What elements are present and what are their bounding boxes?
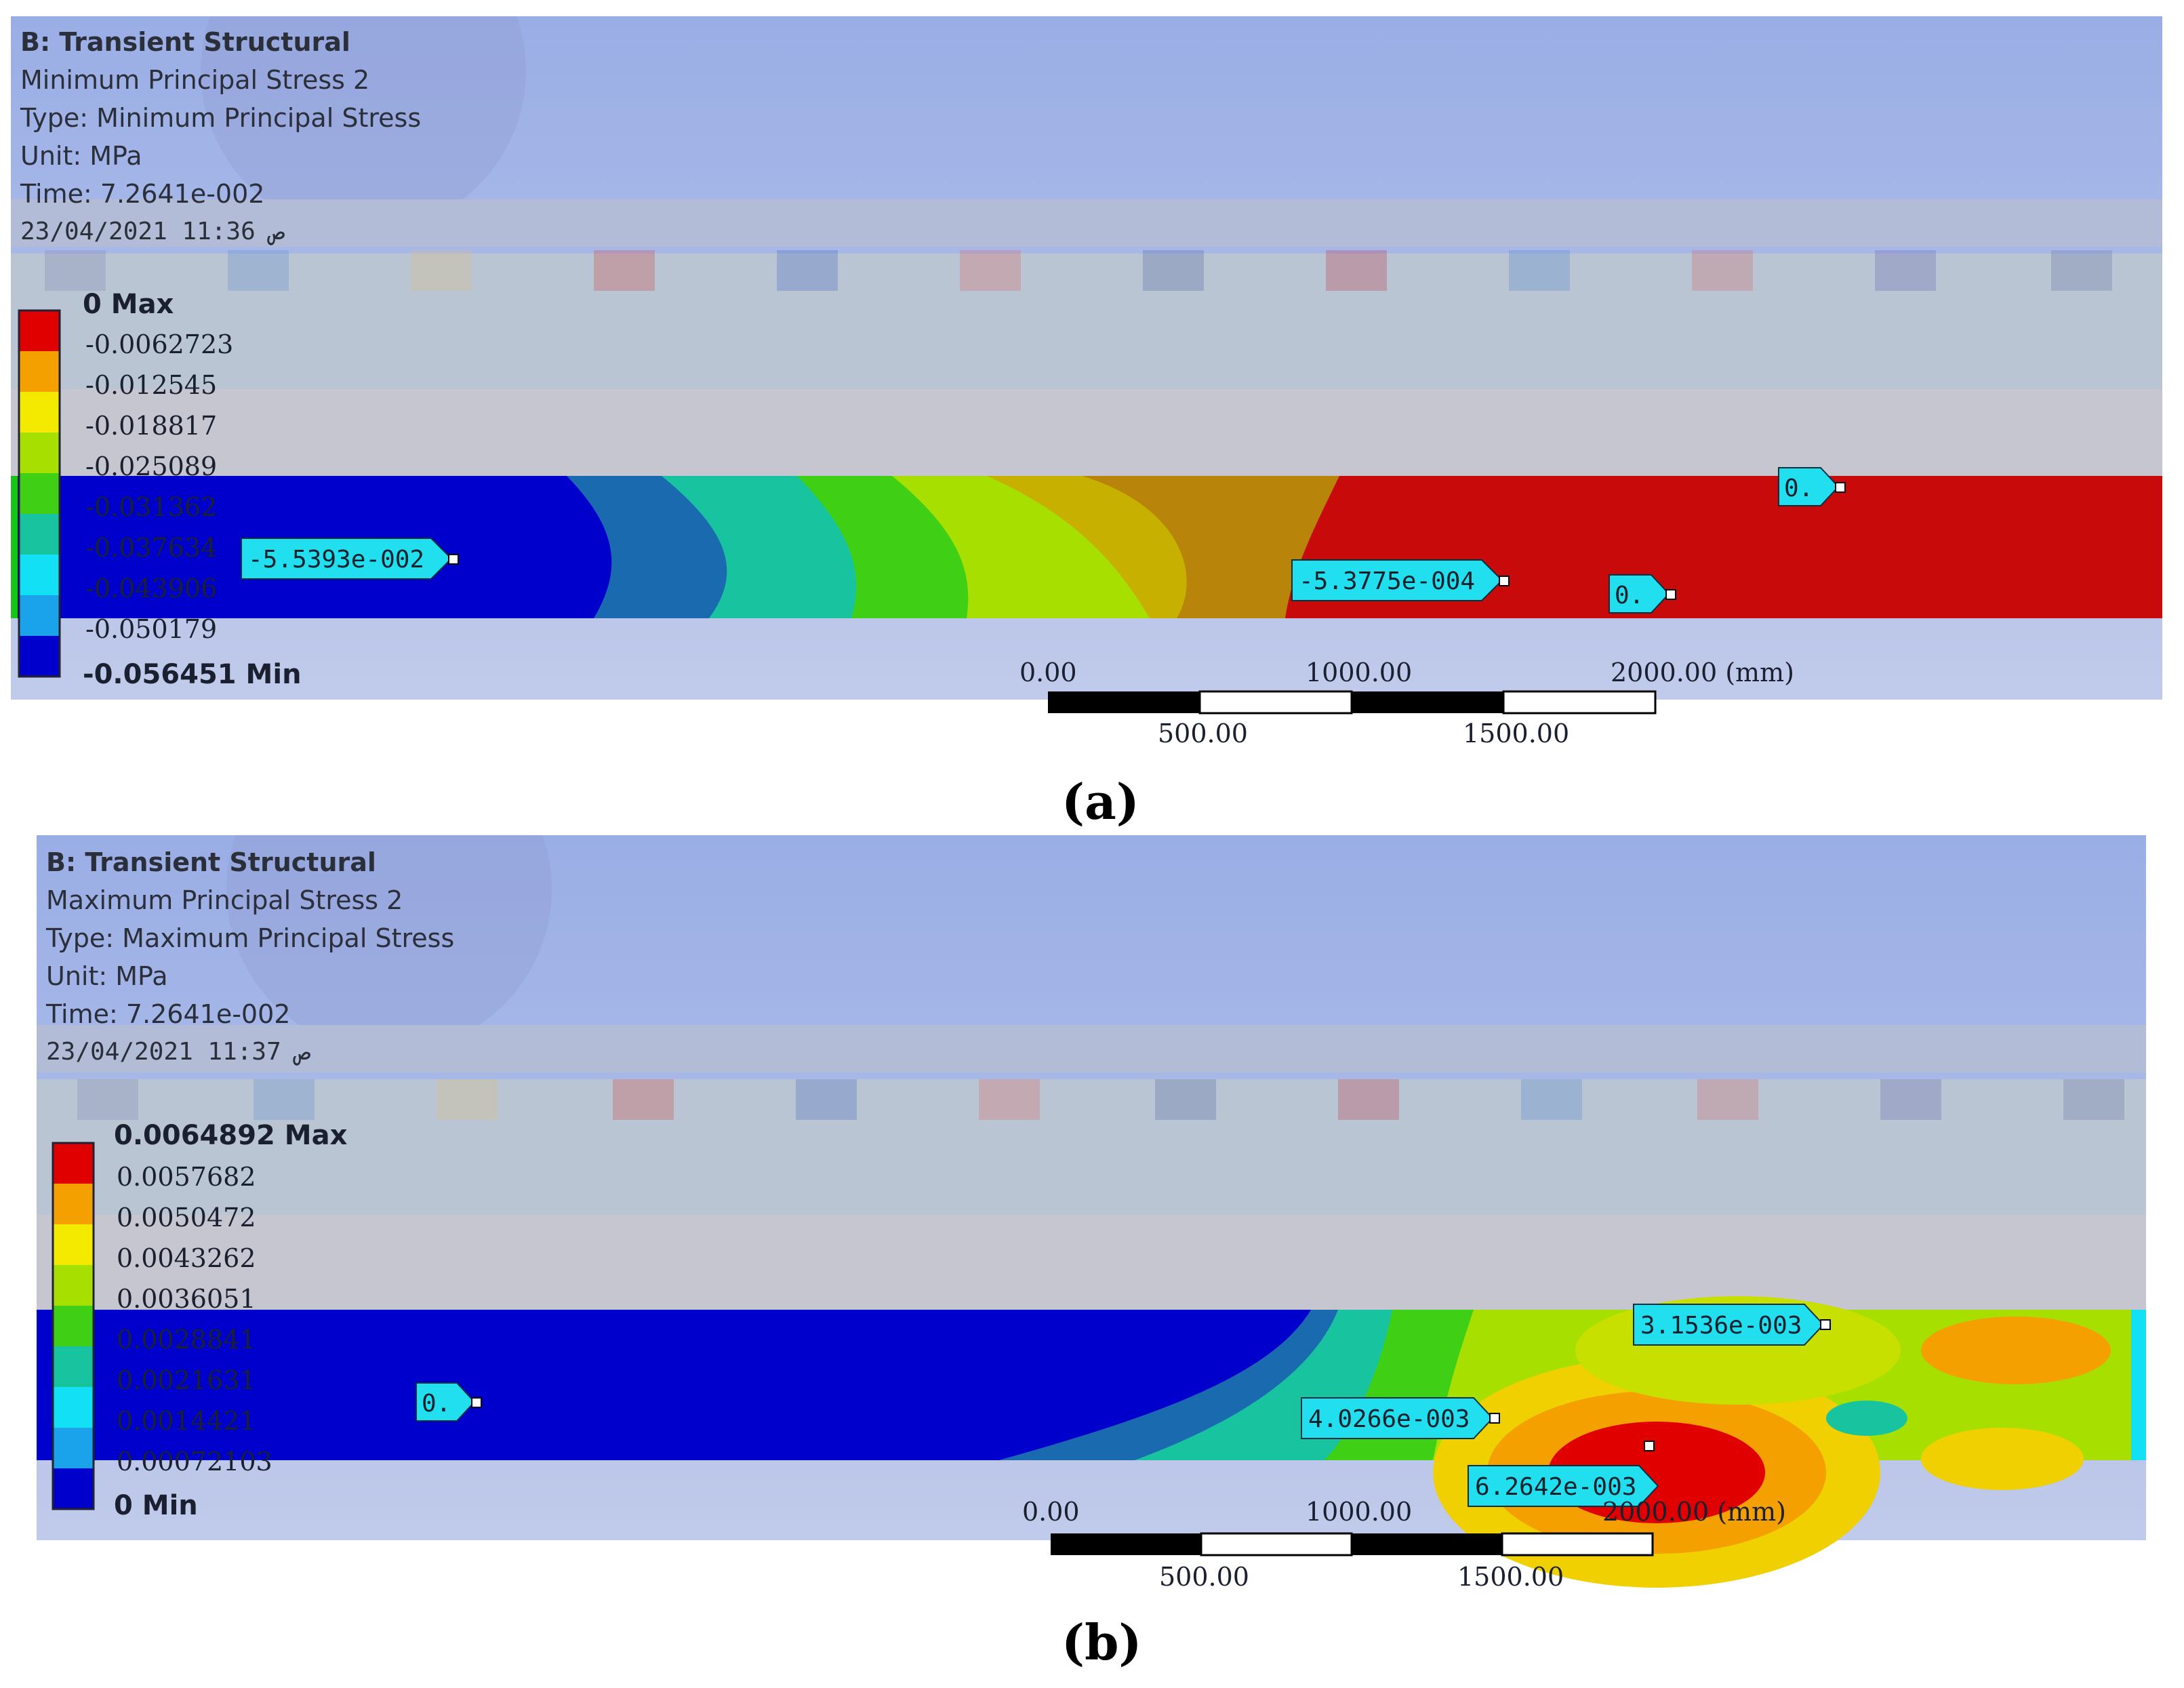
scale-bar-b bbox=[1051, 1532, 1654, 1556]
contour-plot-a: -5.5393e-002 -5.3775e-004 0. 0. bbox=[11, 16, 2162, 759]
probe-b-1: 4.0266e-003 bbox=[1301, 1397, 1500, 1439]
result-name-a: Minimum Principal Stress 2 bbox=[20, 65, 370, 95]
legend-swatch-a-2 bbox=[19, 392, 60, 433]
probe-label-b-2: 3.1536e-003 bbox=[1640, 1312, 1802, 1340]
scale-label-a-2000: 2000.00 (mm) bbox=[1611, 658, 1794, 687]
system-title-b: B: Transient Structural bbox=[46, 847, 376, 877]
scale-label-a-1000: 1000.00 bbox=[1306, 658, 1413, 687]
probe-label-b-1: 4.0266e-003 bbox=[1308, 1405, 1470, 1433]
legend-value-a-0: -0.0062723 bbox=[85, 329, 234, 359]
legend-value-b-0: 0.0057682 bbox=[117, 1162, 256, 1192]
legend-swatch-b-1 bbox=[53, 1184, 94, 1224]
legend-value-a-7: -0.050179 bbox=[85, 614, 218, 644]
scale-bar-a bbox=[1048, 690, 1657, 715]
legend-value-a-1: -0.012545 bbox=[85, 370, 218, 400]
result-unit-b: Unit: MPa bbox=[46, 961, 168, 991]
result-time-b: Time: 7.2641e-002 bbox=[46, 999, 291, 1029]
caption-b-text: (b) bbox=[1061, 1613, 1142, 1671]
legend-swatch-b-8 bbox=[53, 1468, 94, 1509]
result-info-b: B: Transient Structural Maximum Principa… bbox=[46, 843, 454, 1071]
legend-value-a-3: -0.025089 bbox=[85, 451, 218, 481]
legend-swatch-b-3 bbox=[53, 1265, 94, 1306]
probe-label-a-0: -5.5393e-002 bbox=[248, 546, 424, 574]
legend-value-b-4: 0.0028841 bbox=[117, 1325, 256, 1354]
legend-value-a-5: -0.037634 bbox=[85, 533, 218, 563]
result-type-a: Type: Minimum Principal Stress bbox=[20, 103, 422, 133]
contour-plot-b: 0. 4.0266e-003 3.1536e-003 6.2642e-003 bbox=[37, 835, 2146, 1605]
system-title-a: B: Transient Structural bbox=[20, 27, 350, 57]
legend-swatch-a-5 bbox=[19, 514, 60, 555]
legend-min-a: -0.056451 Min bbox=[83, 659, 302, 690]
probe-a-3: 0. bbox=[1778, 467, 1846, 506]
legend-value-a-2: -0.018817 bbox=[85, 411, 218, 441]
probe-a-0: -5.5393e-002 bbox=[241, 538, 459, 580]
legend-value-a-4: -0.031362 bbox=[85, 492, 218, 522]
legend-swatch-a-3 bbox=[19, 433, 60, 473]
result-viewport-a[interactable]: -5.5393e-002 -5.3775e-004 0. 0. B: Trans… bbox=[11, 16, 2162, 759]
scale-label-a-0: 0.00 bbox=[1019, 658, 1077, 687]
legend-colorbar-b bbox=[52, 1142, 95, 1510]
scale-label-b-1000: 1000.00 bbox=[1306, 1497, 1413, 1527]
legend-max-b: 0.0064892 Max bbox=[114, 1120, 348, 1151]
legend-value-b-5: 0.0021631 bbox=[117, 1365, 256, 1395]
scale-label-b-500: 500.00 bbox=[1159, 1562, 1249, 1592]
legend-max-a: 0 Max bbox=[83, 289, 174, 320]
caption-a: (a) bbox=[1061, 773, 1139, 830]
legend-value-b-1: 0.0050472 bbox=[117, 1203, 256, 1232]
result-time-a: Time: 7.2641e-002 bbox=[20, 179, 265, 209]
probe-label-a-2: 0. bbox=[1615, 582, 1644, 609]
legend-min-b: 0 Min bbox=[114, 1490, 198, 1521]
probe-a-2: 0. bbox=[1609, 574, 1676, 614]
result-info-a: B: Transient Structural Minimum Principa… bbox=[20, 23, 421, 251]
legend-value-b-7: 0.00072103 bbox=[117, 1447, 272, 1476]
legend-value-b-6: 0.0014421 bbox=[117, 1406, 256, 1436]
legend-swatch-b-2 bbox=[53, 1224, 94, 1265]
legend-value-a-6: -0.043906 bbox=[85, 574, 218, 603]
probe-a-1: -5.3775e-004 bbox=[1291, 559, 1510, 601]
result-unit-a: Unit: MPa bbox=[20, 141, 142, 171]
result-type-b: Type: Maximum Principal Stress bbox=[46, 923, 455, 953]
probe-label-b-0: 0. bbox=[422, 1390, 451, 1418]
legend-value-b-2: 0.0043262 bbox=[117, 1243, 256, 1273]
scale-label-b-0: 0.00 bbox=[1022, 1497, 1080, 1527]
scale-label-b-2000: 2000.00 (mm) bbox=[1602, 1497, 1786, 1527]
result-date-a: 23/04/2021 11:36 ص bbox=[20, 218, 285, 245]
legend-swatch-a-6 bbox=[19, 555, 60, 595]
caption-a-text: (a) bbox=[1061, 773, 1139, 830]
legend-swatch-a-7 bbox=[19, 595, 60, 636]
result-viewport-b[interactable]: 0. 4.0266e-003 3.1536e-003 6.2642e-003 B… bbox=[37, 835, 2146, 1605]
legend-swatch-b-7 bbox=[53, 1428, 94, 1468]
result-name-b: Maximum Principal Stress 2 bbox=[46, 885, 403, 915]
legend-swatch-b-5 bbox=[53, 1346, 94, 1387]
legend-swatch-b-0 bbox=[53, 1143, 94, 1184]
legend-colorbar-a bbox=[18, 309, 61, 678]
probe-label-a-1: -5.3775e-004 bbox=[1299, 567, 1475, 595]
legend-swatch-a-8 bbox=[19, 636, 60, 677]
probe-b-3: 6.2642e-003 bbox=[1468, 1441, 1659, 1507]
probe-b-2: 3.1536e-003 bbox=[1633, 1304, 1831, 1346]
probe-label-a-3: 0. bbox=[1784, 475, 1813, 502]
legend-swatch-a-0 bbox=[19, 310, 60, 351]
legend-swatch-b-6 bbox=[53, 1387, 94, 1428]
probe-label-b-3: 6.2642e-003 bbox=[1475, 1473, 1636, 1501]
probe-b-0: 0. bbox=[416, 1382, 482, 1422]
legend-swatch-a-4 bbox=[19, 473, 60, 514]
legend-value-b-3: 0.0036051 bbox=[117, 1284, 256, 1314]
legend-swatch-b-4 bbox=[53, 1306, 94, 1346]
caption-b: (b) bbox=[1061, 1613, 1141, 1671]
legend-swatch-a-1 bbox=[19, 351, 60, 392]
scale-label-b-1500: 1500.00 bbox=[1457, 1562, 1564, 1592]
result-date-b: 23/04/2021 11:37 ص bbox=[46, 1038, 311, 1066]
scale-label-a-1500: 1500.00 bbox=[1463, 719, 1570, 748]
scale-label-a-500: 500.00 bbox=[1158, 719, 1248, 748]
